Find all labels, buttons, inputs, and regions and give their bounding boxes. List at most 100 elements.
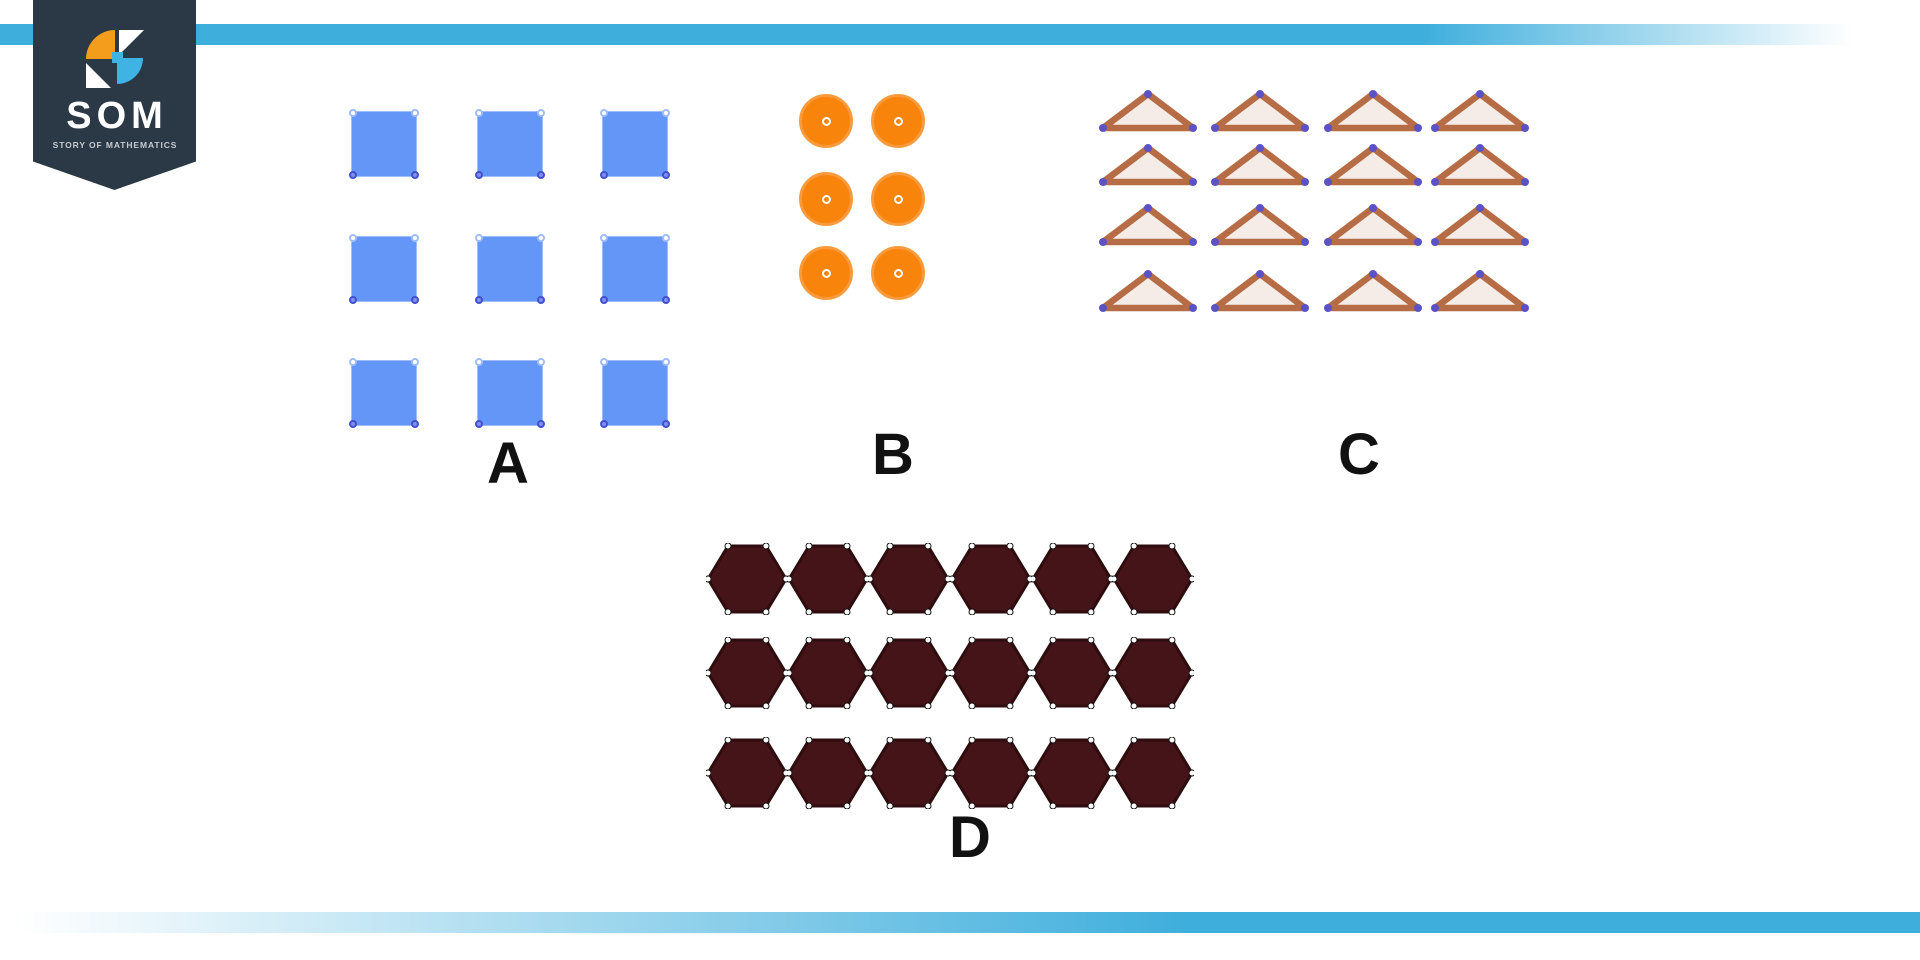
vertex-dot-icon — [349, 296, 357, 304]
center-dot-icon — [821, 194, 831, 204]
square-shape — [349, 109, 419, 179]
vertex-dot-icon — [349, 171, 357, 179]
hexagon-shape — [1031, 637, 1113, 709]
square-shape — [475, 358, 545, 428]
pinwheel-white-triangle-top-icon — [118, 30, 144, 55]
triangle-shape — [1210, 88, 1310, 134]
group-label-d: D — [949, 805, 991, 870]
circle-shape — [799, 172, 853, 226]
hexagon-shape — [787, 737, 869, 809]
group-label-a: A — [487, 431, 529, 496]
square-shape — [600, 109, 670, 179]
vertex-dot-icon — [600, 109, 608, 117]
circle-shape — [799, 246, 853, 300]
square-shape — [475, 109, 545, 179]
square-shape — [600, 234, 670, 304]
hexagon-shape — [950, 637, 1032, 709]
hexagon-shape — [1031, 737, 1113, 809]
vertex-dot-icon — [475, 171, 483, 179]
triangle-shape — [1323, 142, 1423, 188]
top-accent-bar — [0, 24, 1920, 45]
triangle-shape — [1430, 202, 1530, 248]
vertex-dot-icon — [349, 109, 357, 117]
triangle-shape — [1323, 268, 1423, 314]
vertex-dot-icon — [662, 358, 670, 366]
hexagon-shape — [706, 543, 788, 615]
logo-tagline: STORY OF MATHEMATICS — [52, 140, 178, 150]
hexagon-shape — [950, 543, 1032, 615]
vertex-dot-icon — [662, 171, 670, 179]
hexagon-shape — [868, 637, 950, 709]
vertex-dot-icon — [411, 358, 419, 366]
vertex-dot-icon — [411, 234, 419, 242]
circle-shape — [871, 172, 925, 226]
triangle-shape — [1430, 268, 1530, 314]
center-dot-icon — [893, 268, 903, 278]
pinwheel-orange-quarter-icon — [85, 30, 115, 59]
triangle-shape — [1098, 142, 1198, 188]
triangle-shape — [1098, 268, 1198, 314]
vertex-dot-icon — [662, 234, 670, 242]
pinwheel-blue-square-icon — [111, 52, 123, 63]
circle-shape — [871, 246, 925, 300]
hexagon-shape — [787, 543, 869, 615]
circle-shape — [799, 94, 853, 148]
vertex-dot-icon — [349, 234, 357, 242]
hexagon-shape — [706, 637, 788, 709]
square-shape — [475, 234, 545, 304]
vertex-dot-icon — [537, 234, 545, 242]
vertex-dot-icon — [662, 296, 670, 304]
vertex-dot-icon — [475, 420, 483, 428]
center-dot-icon — [821, 116, 831, 126]
triangle-shape — [1210, 142, 1310, 188]
vertex-dot-icon — [537, 358, 545, 366]
pinwheel-white-triangle-bottom-icon — [85, 63, 111, 88]
hexagon-shape — [1031, 543, 1113, 615]
vertex-dot-icon — [411, 109, 419, 117]
som-logo-badge: SOM STORY OF MATHEMATICS — [33, 0, 196, 190]
hexagon-shape — [950, 737, 1032, 809]
vertex-dot-icon — [349, 420, 357, 428]
vertex-dot-icon — [662, 420, 670, 428]
vertex-dot-icon — [537, 296, 545, 304]
pinwheel-blue-quarter-icon — [116, 58, 143, 84]
vertex-dot-icon — [600, 358, 608, 366]
vertex-dot-icon — [600, 296, 608, 304]
hexagon-shape — [706, 737, 788, 809]
circle-shape — [871, 94, 925, 148]
triangle-shape — [1430, 88, 1530, 134]
triangle-shape — [1323, 88, 1423, 134]
vertex-dot-icon — [475, 109, 483, 117]
center-dot-icon — [821, 268, 831, 278]
hexagon-shape — [1112, 543, 1194, 615]
logo-title: SOM — [66, 95, 168, 137]
hexagon-shape — [1112, 737, 1194, 809]
bottom-accent-bar — [0, 912, 1920, 933]
triangle-shape — [1323, 202, 1423, 248]
vertex-dot-icon — [600, 171, 608, 179]
som-pinwheel-icon — [85, 30, 144, 88]
vertex-dot-icon — [600, 420, 608, 428]
vertex-dot-icon — [537, 109, 545, 117]
vertex-dot-icon — [475, 296, 483, 304]
triangle-shape — [1430, 142, 1530, 188]
square-shape — [349, 358, 419, 428]
vertex-dot-icon — [662, 109, 670, 117]
center-dot-icon — [893, 116, 903, 126]
vertex-dot-icon — [537, 420, 545, 428]
vertex-dot-icon — [475, 234, 483, 242]
triangle-shape — [1210, 268, 1310, 314]
vertex-dot-icon — [475, 358, 483, 366]
triangle-shape — [1098, 202, 1198, 248]
vertex-dot-icon — [411, 171, 419, 179]
center-dot-icon — [893, 194, 903, 204]
group-label-b: B — [872, 422, 914, 487]
vertex-dot-icon — [537, 171, 545, 179]
square-shape — [600, 358, 670, 428]
group-label-c: C — [1338, 422, 1380, 487]
hexagon-shape — [1112, 637, 1194, 709]
triangle-shape — [1210, 202, 1310, 248]
vertex-dot-icon — [600, 234, 608, 242]
hexagon-shape — [868, 737, 950, 809]
